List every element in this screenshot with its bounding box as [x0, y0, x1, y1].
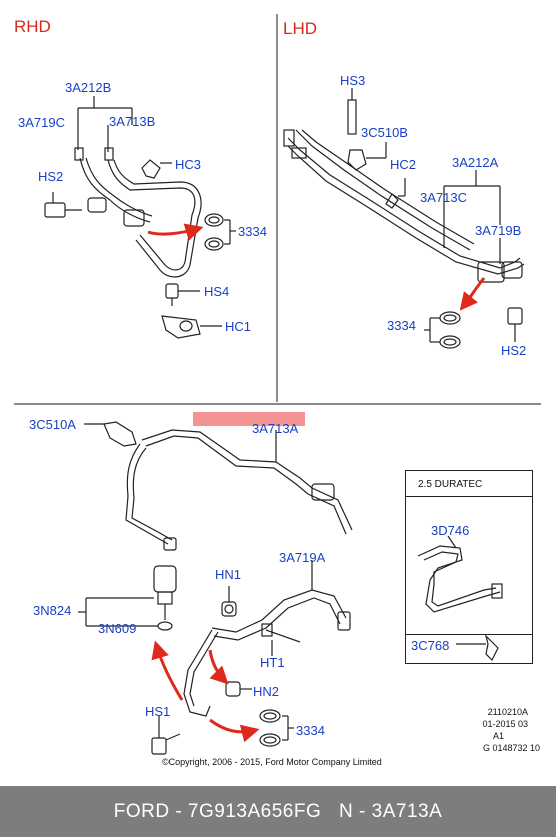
inset-duratec: 2.5 DURATEC [405, 470, 533, 664]
lower-red-arrow-rings [209, 718, 260, 743]
section-rhd: RHD [14, 17, 51, 36]
rhd-pipe-assembly [44, 96, 236, 339]
footer-text: FORD - 7G913A656FG N - 3A713A [0, 801, 556, 823]
label-3a719a[interactable]: 3A719A [279, 550, 326, 565]
label-3a713b[interactable]: 3A713B [109, 114, 156, 129]
section-lhd: LHD [283, 19, 318, 38]
label-3a212b[interactable]: 3A212B [65, 80, 112, 95]
label-hn2[interactable]: HN2 [253, 684, 280, 699]
label-lower-3334[interactable]: 3334 [296, 723, 325, 738]
meta-line3: A1 [492, 731, 504, 741]
footer-part-number: FORD - 7G913A656FG [113, 801, 322, 822]
lower-pipe-assembly [78, 421, 353, 755]
footer-reference: N - 3A713A [339, 801, 443, 822]
lower-red-arrow-hn2 [208, 649, 229, 685]
meta-line4: G 0148732 10 [482, 743, 540, 753]
label-hc1[interactable]: HC1 [225, 319, 252, 334]
label-3c510a[interactable]: 3C510A [29, 417, 76, 432]
inset-divider-bottom [406, 634, 532, 635]
label-3a713c[interactable]: 3A713C [420, 190, 467, 205]
label-3c510b[interactable]: 3C510B [361, 125, 408, 140]
inset-drawing [417, 535, 503, 662]
meta-line2: 01-2015 03 [482, 719, 528, 729]
label-lhd-hs2[interactable]: HS2 [501, 343, 527, 358]
label-lhd-hc2[interactable]: HC2 [390, 157, 417, 172]
label-rhd-3334[interactable]: 3334 [238, 224, 267, 239]
inset-divider-top [406, 496, 532, 497]
label-3a719c[interactable]: 3A719C [18, 115, 65, 130]
label-ht1[interactable]: HT1 [260, 655, 285, 670]
label-3n824[interactable]: 3N824 [33, 603, 72, 618]
label-3a719b[interactable]: 3A719B [475, 223, 522, 238]
highlight-3a713a [193, 412, 305, 426]
label-rhd-hs2[interactable]: HS2 [38, 169, 64, 184]
label-3d746[interactable]: 3D746 [431, 523, 470, 538]
lhd-red-arrow [459, 277, 486, 311]
meta-line1: 2110210A [487, 707, 528, 717]
label-3a212a[interactable]: 3A212A [452, 155, 499, 170]
label-3a713a[interactable]: 3A713A [252, 421, 299, 436]
inset-title: 2.5 DURATEC [418, 479, 483, 490]
rhd-red-arrow [147, 223, 204, 241]
label-3c768[interactable]: 3C768 [411, 638, 450, 653]
label-lhd-3334[interactable]: 3334 [387, 318, 416, 333]
footer-bar: FORD - 7G913A656FG N - 3A713A [0, 786, 556, 837]
copyright-text: ©Copyright, 2006 - 2015, Ford Motor Comp… [162, 757, 382, 767]
label-hc3[interactable]: HC3 [175, 157, 202, 172]
drawing-meta: 2110210A 01-2015 03 A1 G 0148732 10 [440, 706, 540, 754]
lhd-pipe-assembly [283, 88, 525, 349]
label-hs3[interactable]: HS3 [340, 73, 366, 88]
label-hn1[interactable]: HN1 [215, 567, 242, 582]
label-hs1[interactable]: HS1 [145, 704, 171, 719]
label-3n609[interactable]: 3N609 [98, 621, 137, 636]
label-hs4[interactable]: HS4 [204, 284, 230, 299]
lower-red-arrow-up [151, 640, 184, 701]
